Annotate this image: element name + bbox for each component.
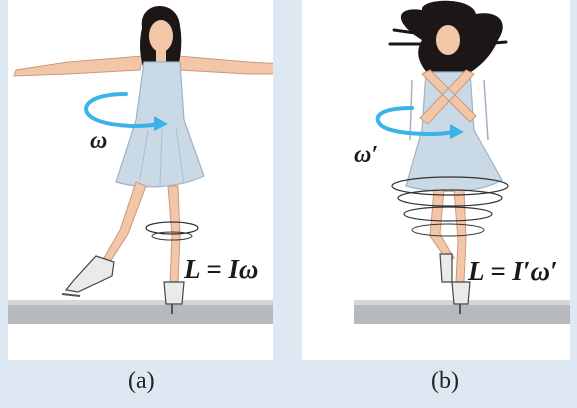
caption-b: (b) bbox=[431, 368, 459, 395]
equation-a: L = Iω bbox=[184, 254, 258, 285]
face bbox=[436, 25, 460, 55]
left-skate bbox=[440, 254, 452, 282]
angular-velocity-label-a: ω bbox=[90, 128, 107, 155]
left-skate bbox=[66, 256, 114, 292]
right-arm bbox=[178, 56, 273, 74]
panel-a-arms-extended: ω L = Iω bbox=[8, 0, 273, 360]
left-leg bbox=[430, 190, 454, 262]
caption-a: (a) bbox=[128, 368, 155, 395]
face bbox=[149, 20, 173, 52]
angular-velocity-label-b: ω′ bbox=[354, 142, 378, 169]
panel-b-arms-pulled-in: ω′ L = I′ω′ bbox=[302, 0, 570, 360]
left-leg bbox=[104, 182, 146, 262]
skater-a-illustration bbox=[8, 0, 273, 360]
right-skate bbox=[164, 282, 184, 304]
skater-b-illustration bbox=[302, 0, 570, 360]
left-arm bbox=[14, 56, 143, 76]
equation-b: L = I′ω′ bbox=[468, 256, 558, 287]
